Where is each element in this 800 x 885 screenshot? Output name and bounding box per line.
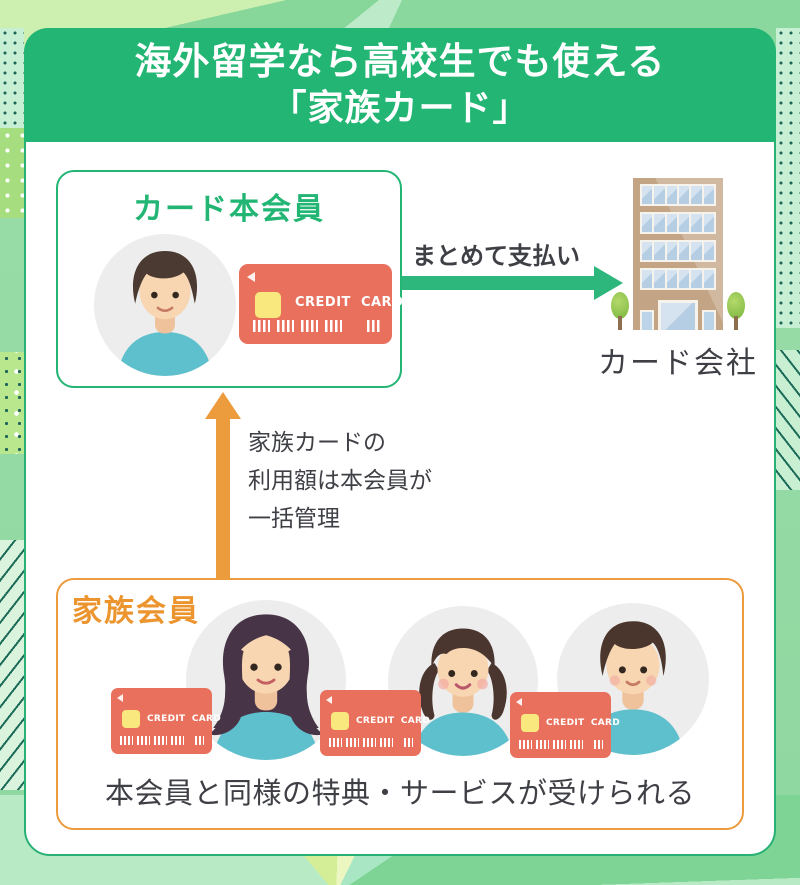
left-dots-pattern bbox=[0, 28, 24, 128]
building-icon bbox=[633, 178, 723, 330]
avatar-girl-icon bbox=[388, 606, 538, 756]
tree-icon bbox=[610, 292, 630, 330]
right-arrow-icon bbox=[402, 276, 596, 290]
up-arrow-icon bbox=[216, 417, 230, 578]
primary-member-box: カード本会員 CREDIT CARD bbox=[56, 170, 403, 388]
tree-trunk bbox=[734, 316, 738, 330]
management-note-line: 利用額は本会員が bbox=[248, 468, 432, 494]
card-number-bars-icon bbox=[329, 738, 413, 747]
tree-icon bbox=[726, 292, 746, 330]
card-company-label: カード会社 bbox=[598, 346, 758, 381]
management-note-line: 家族カードの bbox=[248, 430, 386, 456]
management-note: 家族カードの 利用額は本会員が 一括管理 bbox=[248, 424, 432, 538]
card-number-bars-icon bbox=[519, 740, 603, 749]
up-arrow-head-icon bbox=[205, 392, 241, 419]
credit-card-label: CREDIT CARD bbox=[356, 716, 431, 726]
card-corner-triangle-icon bbox=[117, 694, 123, 702]
right-dots-pattern bbox=[776, 28, 800, 328]
payment-arrow-label: まとめて支払い bbox=[412, 242, 580, 270]
card-number-bars-icon bbox=[253, 320, 380, 332]
right-stripes-pattern bbox=[776, 350, 800, 490]
left-white-dots-pattern bbox=[0, 128, 24, 218]
card-chip-icon bbox=[521, 714, 539, 732]
primary-member-label: カード本会員 bbox=[133, 192, 325, 227]
tree-leaves bbox=[611, 292, 629, 319]
left-mixed-dots-pattern bbox=[0, 352, 24, 454]
building-door bbox=[658, 300, 698, 330]
building-ground-floor bbox=[640, 298, 716, 330]
building-floor bbox=[640, 268, 716, 290]
credit-card-icon: CREDIT CARD bbox=[111, 688, 221, 754]
credit-card-icon: CREDIT CARD bbox=[239, 264, 403, 344]
card-corner-triangle-icon bbox=[326, 696, 332, 704]
card-number-bars-icon bbox=[120, 736, 204, 745]
title-line-2: 「家族カード」 bbox=[270, 87, 530, 129]
avatar-man-icon bbox=[94, 234, 236, 376]
card-chip-icon bbox=[255, 292, 281, 318]
card-chip-icon bbox=[331, 712, 349, 730]
credit-card-icon: CREDIT CARD bbox=[510, 692, 620, 758]
infographic-card: 海外留学なら高校生でも使える 「家族カード」 カード本会員 CREDIT CAR… bbox=[24, 28, 776, 856]
management-note-line: 一括管理 bbox=[248, 506, 340, 532]
left-stripes-pattern bbox=[0, 540, 24, 790]
credit-card-icon: CREDIT CARD bbox=[320, 690, 430, 756]
page-title: 海外留学なら高校生でも使える 「家族カード」 bbox=[24, 28, 776, 142]
building-floor bbox=[640, 184, 716, 206]
card-corner-triangle-icon bbox=[247, 272, 255, 282]
avatar-woman-icon bbox=[186, 600, 346, 760]
tree-leaves bbox=[727, 292, 745, 319]
credit-card-label: CREDIT CARD bbox=[147, 714, 222, 724]
tree-trunk bbox=[618, 316, 622, 330]
family-benefits-caption: 本会員と同様の特典・サービスが受けられる bbox=[104, 776, 695, 810]
family-member-label: 家族会員 bbox=[72, 594, 200, 629]
credit-card-label: CREDIT CARD bbox=[295, 295, 404, 310]
card-corner-triangle-icon bbox=[516, 698, 522, 706]
building-floor bbox=[640, 212, 716, 234]
building-window bbox=[640, 310, 654, 330]
building-floor bbox=[640, 240, 716, 262]
title-line-1: 海外留学なら高校生でも使える bbox=[134, 40, 666, 84]
card-chip-icon bbox=[122, 710, 140, 728]
family-member-box: 家族会員 bbox=[56, 578, 744, 830]
building-window bbox=[702, 310, 716, 330]
credit-card-label: CREDIT CARD bbox=[546, 718, 621, 728]
